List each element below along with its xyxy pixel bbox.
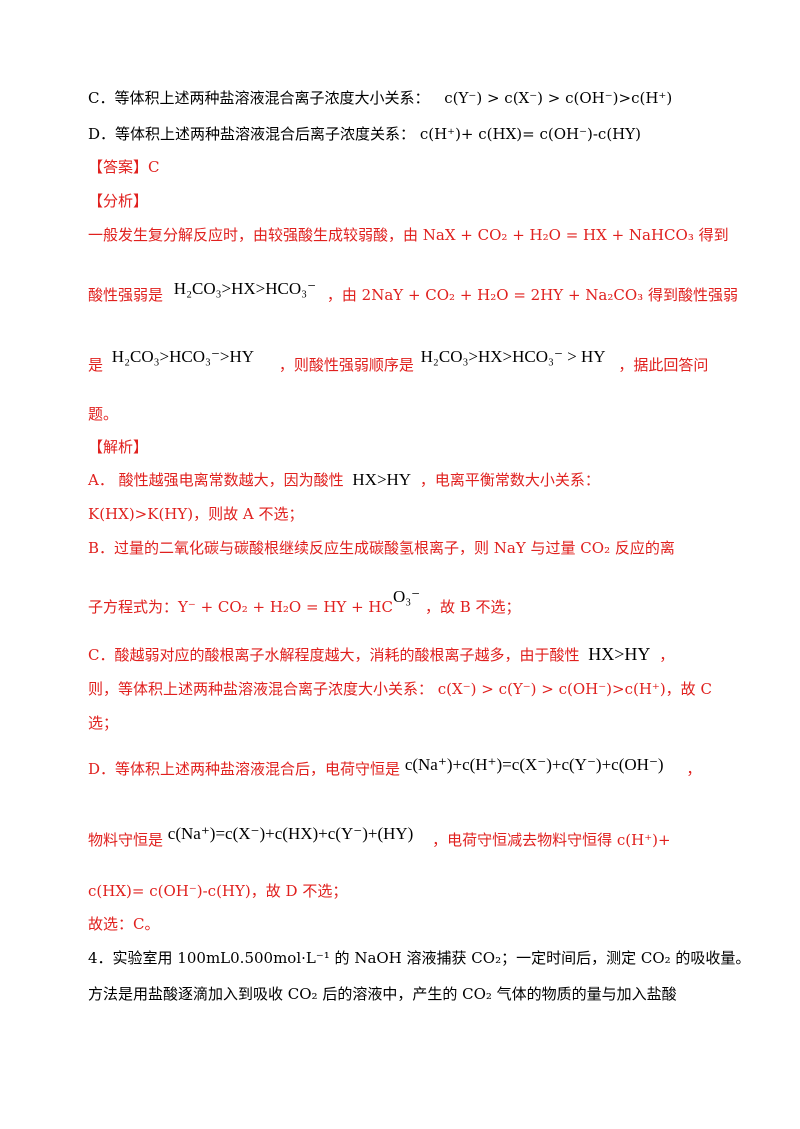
option-c: C．等体积上述两种盐溶液混合离子浓度大小关系： c(Y⁻) > c(X⁻) > … xyxy=(88,88,672,108)
solution-c-line-3: 选； xyxy=(88,714,119,732)
acidity-order-formula-2: H₂CO₃>HCO₃⁻>HY xyxy=(111,347,255,366)
solution-d-text: D．等体积上述两种盐溶液混合后，电荷守恒是 xyxy=(88,760,401,778)
conclusion-line: 故选：C。 xyxy=(88,915,160,933)
analysis-line-1-tail: 得到 xyxy=(698,226,729,244)
solution-a-text: A． 酸性越强电离常数越大，因为酸性 xyxy=(88,471,344,489)
question-4-line-2: 方法是用盐酸逐滴加入到吸收 CO₂ 后的溶液中，产生的 CO₂ 气体的物质的量与… xyxy=(88,985,677,1003)
solution-d-line-3: c(HX)= c(OH⁻)-c(HY)，故 D 不选； xyxy=(88,882,348,900)
solution-b-line-2: 子方程式为：Y⁻ + CO₂ + H₂O = HY + HCO₃⁻ ，故 B 不… xyxy=(88,587,521,617)
solution-c-line-2: 则，等体积上述两种盐溶液混合离子浓度大小关系： c(X⁻) > c(Y⁻) > … xyxy=(88,680,712,698)
solution-d-line-1: D．等体积上述两种盐溶液混合后，电荷守恒是 c(Na⁺)+c(H⁺)=c(X⁻)… xyxy=(88,755,702,779)
solution-b-text: 子方程式为：Y⁻ + CO₂ + H₂O = HY + HC xyxy=(88,598,393,616)
analysis-line-2-mid: ，由 xyxy=(326,286,357,304)
analysis-line-3-tail: ，据此回答问 xyxy=(618,356,709,374)
question-4-line-1: 4．实验室用 100mL0.500mol·L⁻¹ 的 NaOH 溶液捕获 CO₂… xyxy=(88,949,751,967)
material-conservation-formula: c(Na⁺)=c(X⁻)+c(HX)+c(Y⁻)+(HY) xyxy=(167,824,414,843)
bicarbonate-fragment: O₃⁻ xyxy=(392,587,421,606)
acidity-hx-hy-formula-2: HX>HY xyxy=(588,644,651,664)
solution-c-text: C．酸越弱对应的酸根离子水解程度越大，消耗的酸根离子越多，由于酸性 xyxy=(88,646,580,664)
solution-d2-text: 物料守恒是 xyxy=(88,831,164,849)
analysis-line-2: 酸性强弱是 H₂CO₃>HX>HCO₃⁻ ，由 2NaY + CO₂ + H₂O… xyxy=(88,279,738,305)
analysis-heading: 【分析】 xyxy=(88,192,149,210)
solution-c-line-1: C．酸越弱对应的酸根离子水解程度越大，消耗的酸根离子越多，由于酸性 HX>HY … xyxy=(88,644,674,665)
acidity-hx-hy-formula: HX>HY xyxy=(352,470,412,489)
solution-a-line-1: A． 酸性越强电离常数越大，因为酸性 HX>HY ，电离平衡常数大小关系： xyxy=(88,470,600,490)
answer-line: 【答案】C xyxy=(88,158,160,176)
solution-b-line-1: B．过量的二氧化碳与碳酸根继续反应生成碳酸氢根离子，则 NaY 与过量 CO₂ … xyxy=(88,539,675,557)
solution-a-line-2: K(HX)>K(HY)，则故 A 不选； xyxy=(88,505,304,523)
acidity-order-formula-1: H₂CO₃>HX>HCO₃⁻ xyxy=(173,279,317,298)
option-d-expression: c(H⁺)+ c(HX)= c(OH⁻)-c(HY) xyxy=(419,125,642,143)
analysis-line-4: 题。 xyxy=(88,405,119,423)
analysis-line-3-text: 是 xyxy=(88,356,104,374)
analysis-line-3-mid: ，则酸性强弱顺序是 xyxy=(278,356,414,374)
analysis-line-3: 是 H₂CO₃>HCO₃⁻>HY ，则酸性强弱顺序是 H₂CO₃>HX>HCO₃… xyxy=(88,347,709,375)
acidity-order-formula-3: H₂CO₃>HX>HCO₃⁻ > HY xyxy=(420,347,606,366)
solution-d-line-2: 物料守恒是 c(Na⁺)=c(X⁻)+c(HX)+c(Y⁻)+(HY) ，电荷守… xyxy=(88,824,671,850)
charge-conservation-formula: c(Na⁺)+c(H⁺)=c(X⁻)+c(Y⁻)+c(OH⁻) xyxy=(404,755,664,774)
option-d-text: D．等体积上述两种盐溶液混合后离子浓度关系： xyxy=(88,125,416,143)
option-d: D．等体积上述两种盐溶液混合后离子浓度关系： c(H⁺)+ c(HX)= c(O… xyxy=(88,124,641,144)
analysis-equation-1: NaX + CO₂ + H₂O = HX + NaHCO₃ xyxy=(422,226,694,244)
solution-heading: 【解析】 xyxy=(88,438,149,456)
solution-c-tail: ， xyxy=(659,646,675,664)
analysis-line-2-tail: 得到酸性强弱 xyxy=(647,286,738,304)
option-c-expression: c(Y⁻) > c(X⁻) > c(OH⁻)>c(H⁺) xyxy=(444,89,673,107)
solution-a-tail: ，电离平衡常数大小关系： xyxy=(419,471,600,489)
solution-b-tail: ，故 B 不选； xyxy=(424,598,521,616)
analysis-line-1: 一般发生复分解反应时，由较强酸生成较弱酸，由 NaX + CO₂ + H₂O =… xyxy=(88,225,729,245)
solution-d-tail: ， xyxy=(686,760,702,778)
analysis-equation-2: 2NaY + CO₂ + H₂O = 2HY + Na₂CO₃ xyxy=(361,286,644,304)
option-c-text: C．等体积上述两种盐溶液混合离子浓度大小关系： xyxy=(88,89,430,107)
analysis-line-1-text: 一般发生复分解反应时，由较强酸生成较弱酸，由 xyxy=(88,226,419,244)
solution-d2-tail: ，电荷守恒减去物料守恒得 c(H⁺)+ xyxy=(432,831,671,849)
analysis-line-2-text: 酸性强弱是 xyxy=(88,286,164,304)
